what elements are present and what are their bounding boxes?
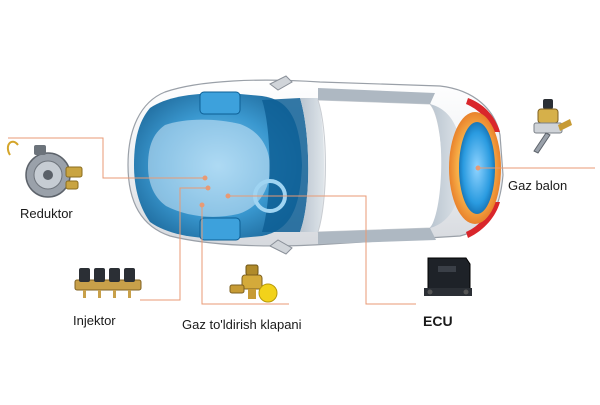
wheel-front-right bbox=[199, 217, 241, 241]
label-injektor: Injektor bbox=[73, 313, 116, 328]
leader-reduktor bbox=[8, 137, 205, 179]
car-top-view bbox=[127, 75, 504, 255]
leader-injektor bbox=[140, 187, 208, 301]
injector-rail-icon bbox=[74, 268, 142, 298]
ecu-module-icon bbox=[424, 257, 472, 296]
label-balon: Gaz balon bbox=[508, 178, 568, 193]
leader-lines bbox=[8, 137, 595, 305]
leader-ecu bbox=[228, 195, 416, 305]
wheel-front-left bbox=[199, 91, 241, 115]
label-klapan: Gaz to'ldirish klapani bbox=[182, 317, 302, 332]
label-reduktor: Reduktor bbox=[20, 206, 73, 221]
label-ecu: ECU bbox=[423, 313, 453, 329]
filling-valve-icon bbox=[229, 264, 278, 303]
gas-tank-valve-icon bbox=[533, 99, 572, 154]
windshield bbox=[262, 98, 309, 232]
pressure-reducer-icon bbox=[6, 140, 83, 198]
leader-klapan bbox=[201, 205, 289, 305]
car-roof bbox=[317, 99, 443, 233]
